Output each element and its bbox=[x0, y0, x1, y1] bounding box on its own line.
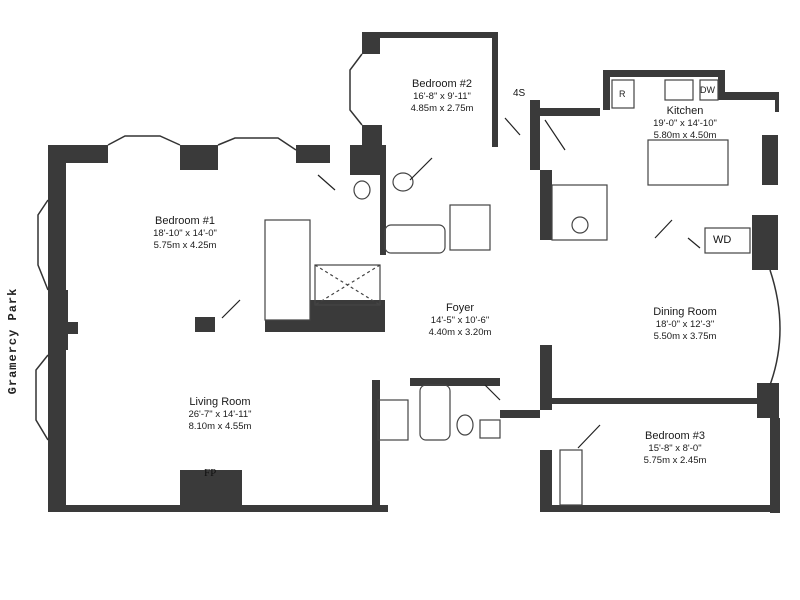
dishwasher-label: DW bbox=[700, 85, 715, 95]
room-dim-ft: 15'-8" x 8'-0" bbox=[648, 443, 702, 455]
room-name: Bedroom #1 bbox=[155, 215, 215, 227]
room-name: Bedroom #2 bbox=[412, 78, 472, 90]
room-dim-m: 8.10m x 4.55m bbox=[188, 420, 252, 432]
room-dining: Dining Room 18'-0" x 12'-3" 5.50m x 3.75… bbox=[630, 306, 740, 342]
room-dim-m: 4.85m x 2.75m bbox=[410, 102, 474, 114]
room-dim-m: 4.40m x 3.20m bbox=[428, 326, 492, 338]
room-bedroom1: Bedroom #1 18'-10" x 14'-0" 5.75m x 4.25… bbox=[130, 215, 240, 251]
room-living: Living Room 26'-7" x 14'-11" 8.10m x 4.5… bbox=[160, 396, 280, 432]
room-dim-ft: 18'-10" x 14'-0" bbox=[153, 228, 217, 240]
room-dim-m: 5.75m x 2.45m bbox=[643, 454, 707, 466]
room-name: Kitchen bbox=[666, 105, 704, 117]
interior-lines bbox=[264, 79, 751, 506]
room-name: Bedroom #3 bbox=[645, 430, 705, 442]
room-dim-m: 5.50m x 3.75m bbox=[653, 330, 717, 342]
room-dim-ft: 19'-0" x 14'-10" bbox=[653, 118, 717, 130]
room-name: Dining Room bbox=[653, 306, 717, 318]
doors bbox=[221, 117, 701, 449]
room-dim-ft: 18'-0" x 12'-3" bbox=[655, 319, 715, 331]
room-dim-m: 5.80m x 4.50m bbox=[653, 129, 717, 141]
window-bays bbox=[35, 53, 781, 441]
room-dim-ft: 26'-7" x 14'-11" bbox=[188, 409, 252, 421]
north-marker: 4S bbox=[513, 88, 526, 99]
room-bedroom2: Bedroom #2 16'-8" x 9'-11" 4.85m x 2.75m bbox=[387, 78, 497, 114]
room-kitchen: Kitchen 19'-0" x 14'-10" 5.80m x 4.50m bbox=[630, 105, 740, 141]
washer-dryer-label: WD bbox=[713, 234, 732, 246]
room-dim-ft: 16'-8" x 9'-11" bbox=[413, 91, 471, 103]
street-label: Gramercy Park bbox=[6, 287, 20, 395]
room-dim-m: 5.75m x 4.25m bbox=[153, 239, 217, 251]
fireplace-label: FP bbox=[204, 467, 217, 479]
room-dim-ft: 14'-5" x 10'-6" bbox=[430, 315, 490, 327]
room-foyer: Foyer 14'-5" x 10'-6" 4.40m x 3.20m bbox=[405, 302, 515, 338]
refrigerator-label: R bbox=[619, 89, 626, 99]
walls bbox=[48, 32, 780, 513]
room-name: Living Room bbox=[189, 396, 251, 408]
room-bedroom3: Bedroom #3 15'-8" x 8'-0" 5.75m x 2.45m bbox=[620, 430, 730, 466]
room-name: Foyer bbox=[445, 302, 475, 314]
